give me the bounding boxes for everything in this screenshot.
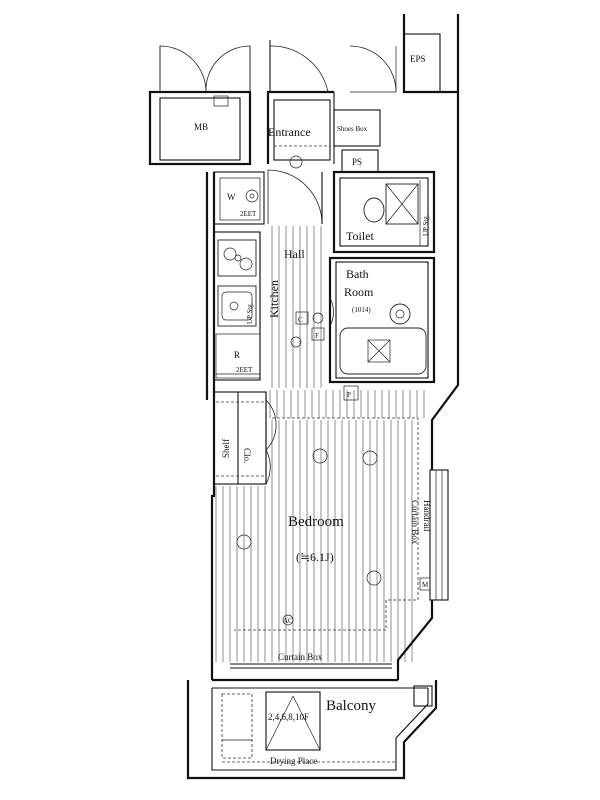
bath-label-2: Room: [344, 285, 374, 299]
bedroom-flooring: [215, 226, 425, 662]
bedroom-label: Bedroom: [288, 514, 344, 530]
mb-area: [148, 45, 252, 166]
entrance-label: Entrance: [268, 125, 311, 139]
closet-label: Clo.: [242, 448, 252, 463]
balcony-label: Balcony: [326, 698, 376, 714]
closet-area: [213, 391, 277, 485]
washer-dim: 2EET: [240, 210, 257, 218]
bath-label-1: Bath: [346, 267, 369, 281]
ps-label: PS: [352, 157, 362, 167]
balcony-details: [221, 691, 396, 763]
entrance-area: [266, 40, 381, 173]
shoes-box-label: Shoes Box: [337, 125, 368, 133]
handrail-label: Handrail: [422, 500, 432, 532]
bedroom-boundary: [234, 417, 419, 631]
ac-label: AC: [283, 617, 293, 625]
hall-door: [267, 169, 323, 225]
mb-label: MB: [194, 122, 208, 132]
kitchen-area: [213, 231, 261, 381]
bedroom-area-label: (≒6.1J): [296, 550, 334, 564]
fridge-label: R: [234, 350, 240, 360]
kitchen-label: Kitchen: [267, 280, 281, 318]
shelf-label: Shelf: [221, 439, 231, 458]
m-label: M: [422, 581, 429, 589]
outer-walls: [186, 14, 460, 780]
c-label: C: [298, 316, 303, 324]
eps-area: [349, 33, 441, 93]
curtain-box-bottom-label: Curtain Box: [278, 652, 323, 662]
f-label: F: [315, 332, 319, 340]
kitchen-up-stg-label: UP Stg.: [246, 302, 254, 324]
toilet-area: [332, 170, 436, 254]
toilet-up-stg-label: UP Stg.: [422, 214, 430, 236]
floors-label: 2,4,6,8,10F: [268, 712, 309, 722]
bath-dim: (1014): [352, 306, 371, 314]
bath-area: [328, 256, 436, 384]
hall-label: Hall: [284, 247, 305, 261]
curtain-box-side-label: Curtain Box: [410, 500, 420, 545]
washer-label: W: [227, 192, 236, 202]
toilet-label: Toilet: [346, 229, 374, 243]
eps-label: EPS: [410, 54, 426, 64]
drying-place-label: Drying Place: [270, 756, 317, 766]
washer-area: [213, 171, 265, 225]
labels: EPS MB Entrance Shoes Box PS W 2EET Toil…: [194, 54, 432, 766]
p-label: P: [347, 391, 351, 399]
fridge-dim: 2EET: [236, 366, 253, 374]
